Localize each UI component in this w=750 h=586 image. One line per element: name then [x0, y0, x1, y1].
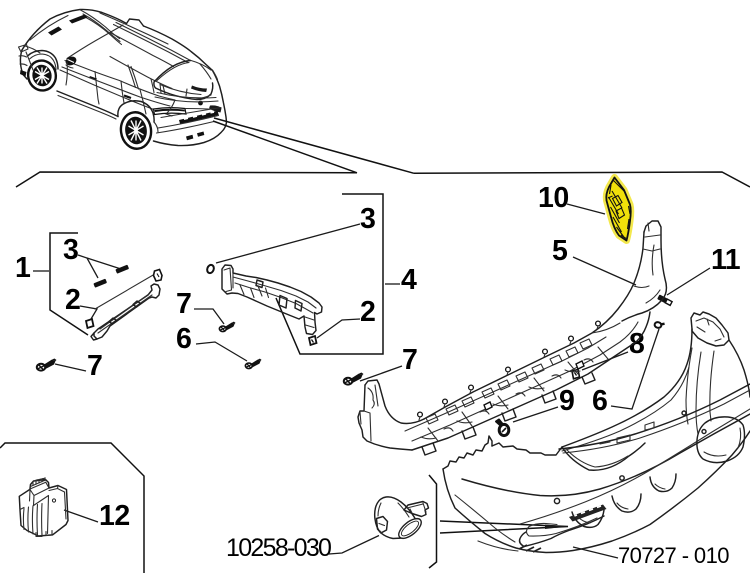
- svg-text:2: 2: [360, 296, 375, 328]
- svg-text:6: 6: [592, 385, 607, 417]
- svg-text:1: 1: [15, 252, 31, 284]
- svg-text:4: 4: [401, 264, 417, 296]
- svg-text:5: 5: [552, 235, 568, 267]
- svg-text:3: 3: [360, 203, 375, 235]
- svg-text:12: 12: [99, 500, 130, 532]
- svg-text:9: 9: [559, 385, 574, 417]
- svg-text:7: 7: [176, 288, 191, 320]
- svg-text:2: 2: [65, 284, 80, 316]
- svg-text:3: 3: [63, 234, 78, 266]
- svg-text:70727 - 010: 70727 - 010: [618, 543, 729, 568]
- svg-text:8: 8: [629, 328, 644, 360]
- svg-text:11: 11: [711, 244, 741, 276]
- svg-text:7: 7: [402, 344, 417, 376]
- svg-text:6: 6: [176, 323, 191, 355]
- svg-text:10: 10: [538, 182, 569, 214]
- svg-text:7: 7: [87, 350, 102, 382]
- svg-text:10258-030: 10258-030: [226, 534, 331, 562]
